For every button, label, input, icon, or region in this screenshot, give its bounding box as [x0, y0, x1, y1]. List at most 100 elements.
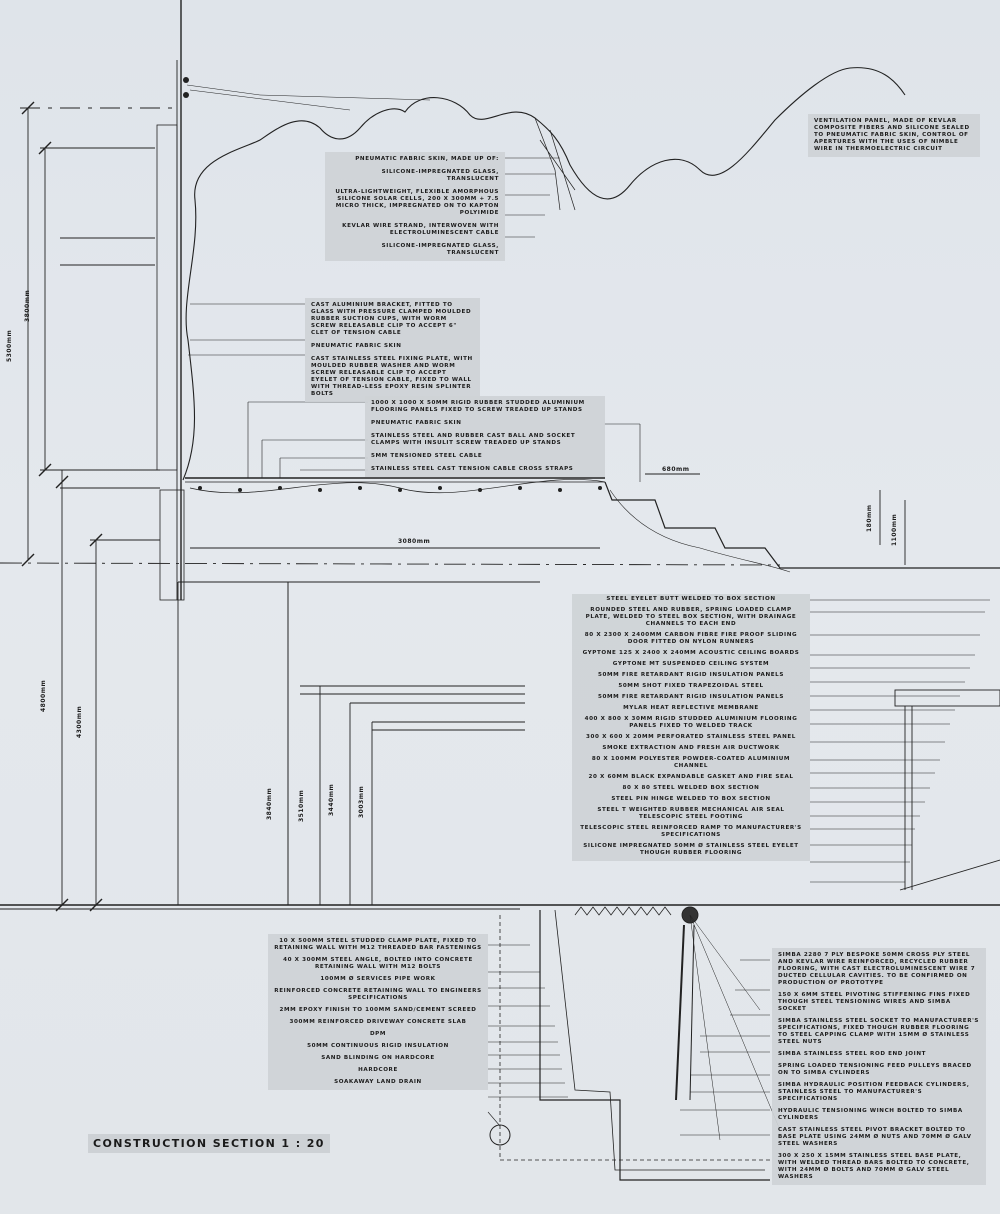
note-panel-ventilation: Ventilation panel, made of Kevlar compos…	[808, 114, 980, 157]
dimension-label-4300: 4300mm	[76, 705, 83, 738]
ventilation-panel-lines	[534, 117, 576, 211]
note-hydraulic-3: Simba stainless steel rod end joint	[778, 1051, 927, 1057]
fixing-node	[358, 486, 362, 490]
note-hydraulic-7: Cast stainless steel pivot bracket bolte…	[778, 1127, 972, 1147]
dim-tick	[21, 101, 35, 115]
note-box-1: Rounded steel and rubber, spring loaded …	[585, 607, 797, 627]
dimension-label-5300: 5300mm	[6, 329, 13, 362]
note-hydraulic-6: Hydraulic tensioning winch bolted to Sim…	[778, 1108, 963, 1121]
note-hydraulic-4: Spring loaded tensioning feed pulleys br…	[778, 1063, 972, 1076]
note-foundation-7: 50mm continuous rigid insulation	[307, 1043, 449, 1049]
note-ventilation-0: Ventilation panel, made of Kevlar compos…	[814, 118, 970, 152]
note-panel-foundation: 10 x 500mm steel studded clamp plate, fi…	[268, 934, 488, 1090]
skin-under-steps	[609, 489, 791, 573]
slab-line	[499, 915, 770, 1161]
note-box-0: Steel eyelet butt welded to box section	[606, 596, 776, 602]
skin-underside	[189, 479, 606, 494]
note-floor-4: Stainless steel cast tension cable cross…	[371, 466, 574, 472]
wall-column-upper	[156, 124, 178, 471]
note-skin-1: Silicone-impregnated glass, translucent	[381, 169, 499, 182]
dimension-label-3080: 3080mm	[398, 538, 431, 545]
note-panel-floor: 1000 x 1000 x 50mm rigid rubber studded …	[365, 396, 605, 477]
hinge-spring	[574, 906, 672, 916]
note-box-11: Smoke extraction and fresh air ductwork	[602, 745, 780, 751]
leader-line	[487, 1111, 501, 1127]
dimension-label-3840: 3840mm	[266, 787, 273, 820]
note-hydraulic-1: 150 x 6mm steel pivoting stiffening fins…	[778, 992, 971, 1012]
dimension-label-4800: 4800mm	[40, 679, 47, 712]
note-skin-3: Kevlar wire strand, interwoven with elec…	[342, 223, 499, 236]
note-skin-0: Pneumatic fabric skin, made up of:	[355, 156, 499, 162]
note-foundation-0: 10 x 500mm steel studded clamp plate, fi…	[274, 938, 482, 951]
dimension-label-1100: 1100mm	[891, 513, 898, 546]
note-foundation-8: Sand blinding on hardcore	[321, 1055, 435, 1061]
note-box-13: 20 x 60mm black expandable gasket and fi…	[588, 774, 794, 780]
note-box-10: 300 x 600 x 20mm perforated stainless st…	[586, 734, 796, 740]
note-floor-2: Stainless steel and rubber cast ball and…	[371, 433, 576, 446]
note-hydraulic-0: Simba 2280 7 ply bespoke 50mm cross ply …	[778, 952, 976, 986]
note-box-7: 50mm fire retardant rigid insulation pan…	[598, 694, 784, 700]
fixing-node	[238, 488, 242, 492]
note-box-3: Gyptone 125 x 2400 x 240mm acoustic ceil…	[582, 650, 800, 656]
note-box-6: 50mm shot fixed trapezoidal steel	[618, 683, 764, 689]
fixing-node	[598, 486, 602, 490]
pneumatic-skin-curve	[182, 67, 906, 481]
dim-tick	[21, 553, 35, 567]
dim-tick	[55, 475, 69, 489]
note-box-15: Steel pin hinge welded to box section	[611, 796, 771, 802]
note-skin-4: Silicone-impregnated glass, translucent	[381, 243, 499, 256]
note-box-18: Silicone impregnated 50mm Ø stainless st…	[583, 843, 799, 856]
fixing-node	[278, 486, 282, 490]
ramp-line	[899, 859, 1000, 891]
simba-cylinder	[675, 924, 685, 1101]
note-panel-hydraulic: Simba 2280 7 ply bespoke 50mm cross ply …	[772, 948, 986, 1185]
note-bracket-1: Pneumatic fabric skin	[311, 343, 402, 349]
note-foundation-1: 40 x 300mm steel angle, bolted into conc…	[283, 957, 473, 970]
fixing-node	[438, 486, 442, 490]
note-foundation-4: 2mm epoxy finish to 100mm sand/cement sc…	[279, 1007, 477, 1013]
tension-wires	[689, 914, 781, 1141]
note-panel-box-section: Steel eyelet butt welded to box section …	[572, 594, 810, 861]
note-box-16: Steel T weighted rubber mechanical air s…	[597, 807, 785, 820]
note-foundation-2: 100mm Ø services pipe work	[320, 976, 436, 982]
fixing-node	[558, 488, 562, 492]
note-box-12: 80 x 100mm polyester powder-coated alumi…	[591, 756, 791, 769]
note-box-5: 50mm fire retardant rigid insulation pan…	[598, 672, 784, 678]
box-section-frame	[894, 689, 1000, 707]
fixing-node	[318, 488, 322, 492]
retaining-wall-inner	[554, 909, 765, 1171]
note-bracket-0: Cast aluminium bracket, fitted to glass …	[311, 302, 472, 336]
note-foundation-3: Reinforced concrete retaining wall to en…	[274, 988, 482, 1001]
simba-cylinder	[689, 924, 695, 1101]
note-floor-0: 1000 x 1000 x 50mm rigid rubber studded …	[371, 400, 585, 413]
note-foundation-9: Hardcore	[358, 1067, 398, 1073]
note-hydraulic-2: Simba stainless steel socket to manufact…	[778, 1018, 980, 1045]
dimension-label-3003: 3003mm	[358, 785, 365, 818]
note-panel-skin: Pneumatic fabric skin, made up of: Silic…	[325, 152, 505, 261]
dimension-label-3440: 3440mm	[328, 783, 335, 816]
dimension-label-180: 180mm	[866, 504, 873, 532]
fixing-node	[478, 488, 482, 492]
note-foundation-5: 300mm reinforced driveway concrete slab	[289, 1019, 467, 1025]
note-panel-bracket: Cast aluminium bracket, fitted to glass …	[305, 298, 480, 402]
dimension-label-3510: 3510mm	[298, 789, 305, 822]
note-skin-2: Ultra-lightweight, flexible amorphous si…	[335, 189, 499, 216]
note-box-4: Gyptone MT suspended ceiling system	[612, 661, 770, 667]
note-box-2: 80 x 2300 x 2400mm carbon fibre fire pro…	[584, 632, 798, 645]
dimension-label-680: 680mm	[662, 466, 690, 473]
retaining-wall	[539, 910, 770, 1181]
fixing-node	[518, 486, 522, 490]
note-box-9: 400 x 800 x 30mm rigid studded aluminium…	[584, 716, 798, 729]
note-hydraulic-5: Simba hydraulic position feedback cylind…	[778, 1082, 970, 1102]
dimension-label-3800: 3800mm	[24, 289, 31, 322]
fixing-node	[398, 488, 402, 492]
note-hydraulic-8: 300 x 250 x 15mm stainless steel base pl…	[778, 1153, 970, 1180]
note-box-14: 80 x 80 steel welded box section	[622, 785, 760, 791]
note-foundation-6: DPM	[369, 1031, 387, 1037]
datum-line	[0, 562, 781, 566]
fixing-node	[183, 92, 189, 98]
note-floor-1: Pneumatic fabric skin	[371, 420, 462, 426]
tension-cables	[186, 84, 431, 111]
